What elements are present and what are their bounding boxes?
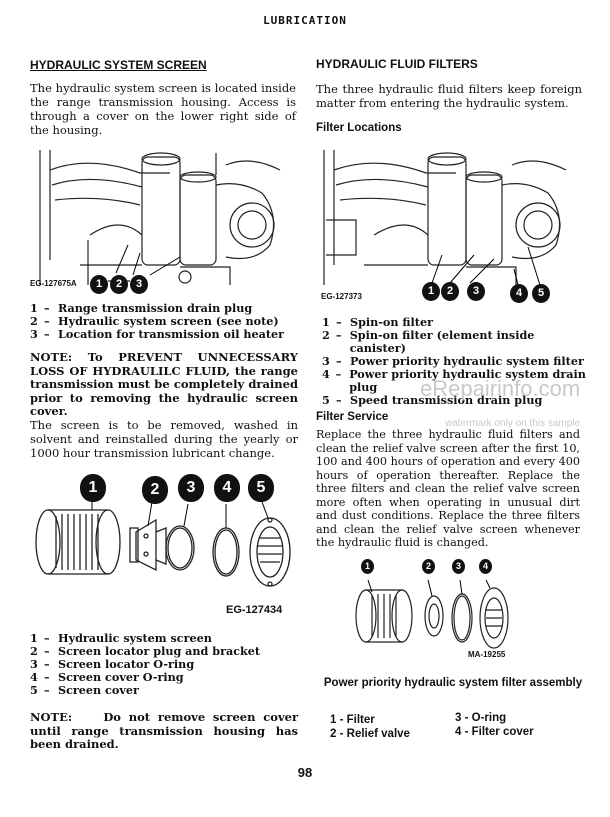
legend-item: 1–Range transmission drain plug <box>30 301 253 315</box>
note-text: Do not remove screen cover until range t… <box>30 710 298 751</box>
figure-id: EG-127675A <box>30 279 77 288</box>
legend-item: 5–Screen cover <box>30 683 139 697</box>
legend-item: 1–Spin-on filter <box>322 315 433 329</box>
callout-2: 2 <box>142 476 168 504</box>
figure-id: MA-19255 <box>468 650 506 659</box>
legend-item: 5–Speed transmission drain plug <box>322 393 543 407</box>
legend-item: 3–Location for transmission oil heater <box>30 327 285 341</box>
cover-removal-note: NOTE: Do not remove screen cover until r… <box>30 710 298 752</box>
filter-assembly-title: Power priority hydraulic system filter a… <box>323 677 583 689</box>
screen-section-title: HYDRAULIC SYSTEM SCREEN <box>30 58 207 72</box>
filter-locations-illustration <box>323 150 567 286</box>
callout-1: 1 <box>361 559 374 574</box>
legend-item: 4–Screen cover O-ring <box>30 670 184 684</box>
callout-1: 1 <box>90 275 108 294</box>
callout-1: 1 <box>80 474 106 502</box>
callout-4: 4 <box>510 284 528 303</box>
assembly-item-3: 3 - O-ring <box>455 712 507 724</box>
filters-intro: The three hydraulic fluid filters keep f… <box>316 82 582 110</box>
watermark: eRepairinfo.com <box>420 376 581 401</box>
figure-screen-parts: 1 2 3 4 5 EG-127434 <box>30 470 300 620</box>
figure2-legend: 1–Hydraulic system screen 2–Screen locat… <box>30 632 300 697</box>
unnecessary-loss-note: NOTE: To PREVENT UNNECESSARY LOSS OF HYD… <box>30 350 298 418</box>
legend-item: 2–Hydraulic system screen (see note) <box>30 314 279 328</box>
page-number: 98 <box>297 765 313 780</box>
assembly-item-1: 1 - Filter <box>330 714 375 726</box>
callout-3: 3 <box>467 282 485 301</box>
legend-item: 4–Power priority hydraulic system drain … <box>322 367 586 394</box>
legend-item: 2–Spin-on filter (element inside caniste… <box>322 328 535 355</box>
figure-filter-assembly: 1 2 3 4 <box>350 556 520 660</box>
screen-intro: The hydraulic system screen is located i… <box>30 81 296 137</box>
legend-item: 2–Screen locator plug and bracket <box>30 644 261 658</box>
callout-5: 5 <box>532 284 550 303</box>
assembly-item-4: 4 - Filter cover <box>455 726 534 738</box>
transmission-illustration <box>39 150 281 285</box>
figure-transmission-housing: EG-127675A 1 2 3 <box>30 145 295 295</box>
filter-locations-title: Filter Locations <box>316 122 402 134</box>
callout-3: 3 <box>452 559 465 574</box>
figure3-legend: 1–Spin-on filter 2–Spin-on filter (eleme… <box>322 316 592 407</box>
watermark-note: watermark only on this sample <box>445 418 581 429</box>
callout-4: 4 <box>214 474 240 502</box>
legend-item: 1–Hydraulic system screen <box>30 631 212 645</box>
callout-2: 2 <box>110 275 128 294</box>
callout-2: 2 <box>422 559 435 574</box>
legend-item: 3–Power priority hydraulic system filter <box>322 354 584 368</box>
callout-4: 4 <box>479 559 492 574</box>
callout-2: 2 <box>441 282 459 301</box>
filter-service-title: Filter Service <box>316 411 389 423</box>
callout-1: 1 <box>422 282 440 301</box>
filter-service-text: Replace the three hydraulic fluid filter… <box>316 428 580 549</box>
callout-5: 5 <box>248 474 274 502</box>
callout-3: 3 <box>130 275 148 294</box>
figure1-legend: 1–Range transmission drain plug 2–Hydrau… <box>30 302 300 341</box>
screen-parts-illustration <box>35 500 291 587</box>
figure-filter-locations: EG-127373 1 2 3 4 5 <box>316 145 586 305</box>
figure-id: EG-127434 <box>226 604 283 616</box>
screen-removal-text: The screen is to be removed, washed in s… <box>30 418 298 460</box>
figure-id: EG-127373 <box>321 292 362 301</box>
legend-item: 3–Screen locator O-ring <box>30 657 195 671</box>
page-header: LUBRICATION <box>263 14 347 27</box>
filters-section-title: HYDRAULIC FLUID FILTERS <box>316 57 478 71</box>
note-label: NOTE: <box>30 710 73 724</box>
filter-assembly-illustration <box>355 579 509 649</box>
callout-3: 3 <box>178 474 204 502</box>
assembly-item-2: 2 - Relief valve <box>330 728 410 740</box>
